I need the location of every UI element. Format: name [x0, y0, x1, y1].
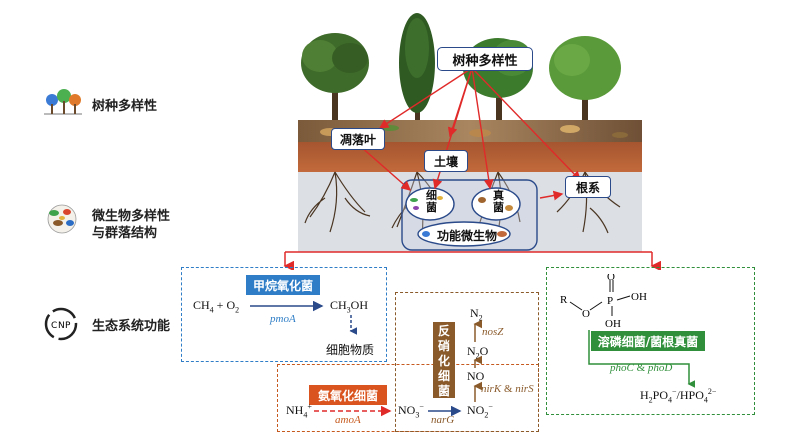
amoa-gene: amoA — [335, 414, 361, 426]
methane-panel — [181, 267, 387, 362]
roots-box: 根系 — [565, 176, 611, 198]
soil-box: 土壤 — [424, 150, 468, 172]
nitrite: NO2− — [467, 402, 493, 420]
methanol-product: CH3OH — [330, 298, 369, 315]
pho-genes: phoC & phoD — [610, 362, 673, 374]
atom-o-ester: O — [582, 308, 590, 320]
functional-microbes-bubble — [417, 221, 511, 247]
phosphorus-panel — [546, 267, 755, 415]
atom-oh-bottom: OH — [605, 318, 621, 330]
tree-diversity-box: 树种多样性 — [437, 47, 533, 71]
tree-2-icon — [399, 13, 435, 123]
phosphorus-title: 溶磷细菌/菌根真菌 — [591, 331, 705, 351]
cnp-c-letter: C — [51, 321, 57, 331]
methane-reactants: CH4 + O2 — [193, 298, 240, 315]
ammonia-title: 氨氧化细菌 — [309, 385, 387, 405]
ammonium: NH4+ — [286, 402, 312, 420]
narg-gene: narG — [431, 414, 455, 426]
nitric-oxide: NO — [467, 369, 485, 383]
biomass-arrow — [349, 315, 357, 337]
cnp-n-letter: N — [58, 321, 65, 331]
function-arrows — [283, 251, 661, 270]
methane-title: 甲烷氧化菌 — [246, 275, 320, 295]
organophosphate-structure: R O P O OH OH — [560, 274, 647, 330]
ecosystem-function-label: 生态系统功能 — [92, 319, 171, 334]
litter-box: 凋落叶 — [331, 128, 385, 150]
ammonia-oxidation-arrow — [314, 405, 392, 417]
tree-1-icon — [301, 33, 369, 123]
denitrification-panel — [395, 292, 539, 432]
denitrification-arrows — [473, 318, 482, 402]
dinitrogen: N2 — [470, 306, 483, 323]
atom-o-double: O — [607, 274, 615, 283]
bacteria-bubble — [405, 187, 455, 221]
nir-genes: nirK & nirS — [481, 383, 534, 395]
atom-oh-right: OH — [631, 291, 647, 303]
tree-diversity-icon — [44, 89, 82, 115]
bacteria-label: 细菌 — [426, 189, 437, 214]
methane-arrow — [250, 300, 324, 312]
functional-microbes-label: 功能微生物 — [437, 229, 498, 243]
nitrate: NO3− — [398, 402, 424, 420]
functional-microbe-icon — [422, 231, 507, 237]
pmoa-gene: pmoA — [270, 313, 296, 325]
phosphate-product: H2PO4−/HPO42− — [640, 387, 717, 405]
microbe-diversity-icon — [47, 204, 77, 234]
tree-diversity-label: 树种多样性 — [92, 99, 158, 114]
tree-4-icon — [549, 36, 621, 123]
fungi-bubble — [471, 187, 521, 221]
microbe-diversity-label-line2: 与群落结构 — [92, 226, 158, 241]
fungi-icon — [478, 197, 513, 211]
bacteria-icon — [410, 196, 443, 210]
atom-r: R — [560, 294, 568, 306]
denitrifier-title: 反硝化细菌 — [433, 322, 455, 398]
cnp-cycle-icon: C N P — [44, 307, 78, 341]
microbe-diversity-label-line1: 微生物多样性 — [92, 209, 171, 224]
nitrate-reduction-arrow — [428, 405, 462, 417]
cell-biomass: 细胞物质 — [326, 343, 375, 357]
cnp-p-letter: P — [65, 321, 71, 331]
phosphorus-arrow — [588, 330, 695, 390]
fungi-label: 真菌 — [493, 189, 504, 214]
atom-p: P — [607, 295, 613, 307]
nosz-gene: nosZ — [482, 326, 504, 338]
